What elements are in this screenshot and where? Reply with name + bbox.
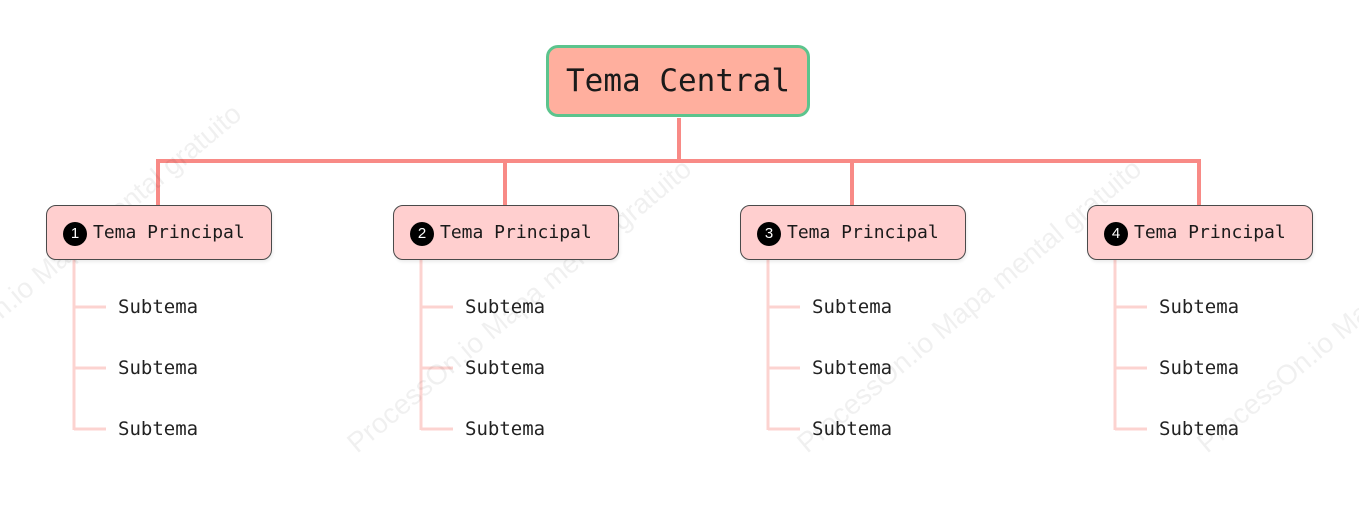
subtopic-node[interactable]: Subtema bbox=[812, 418, 893, 440]
subtopic-node[interactable]: Subtema bbox=[812, 296, 893, 318]
central-topic-node[interactable]: Tema Central bbox=[546, 45, 810, 117]
main-topic-label: Tema Principal bbox=[93, 222, 245, 243]
number-badge-icon: 1 bbox=[63, 221, 87, 246]
branch-2-sub-connectors bbox=[419, 260, 453, 431]
branch-3-sub-connectors bbox=[766, 260, 800, 431]
subtopic-node[interactable]: Subtema bbox=[465, 418, 546, 440]
central-topic-label: Tema Central bbox=[566, 63, 790, 99]
subtopic-node[interactable]: Subtema bbox=[465, 357, 546, 379]
subtopic-node[interactable]: Subtema bbox=[1159, 418, 1240, 440]
subtopic-node[interactable]: Subtema bbox=[118, 296, 199, 318]
main-topic-label: Tema Principal bbox=[440, 222, 592, 243]
subtopic-node[interactable]: Subtema bbox=[118, 418, 199, 440]
subtopic-node[interactable]: Subtema bbox=[1159, 296, 1240, 318]
main-topic-node-1[interactable]: 1 Tema Principal bbox=[46, 205, 272, 260]
subtopic-node[interactable]: Subtema bbox=[812, 357, 893, 379]
main-topic-node-2[interactable]: 2 Tema Principal bbox=[393, 205, 619, 260]
subtopic-node[interactable]: Subtema bbox=[465, 296, 546, 318]
main-topic-node-4[interactable]: 4 Tema Principal bbox=[1087, 205, 1313, 260]
subtopic-node[interactable]: Subtema bbox=[1159, 357, 1240, 379]
main-topic-node-3[interactable]: 3 Tema Principal bbox=[740, 205, 966, 260]
number-badge-icon: 3 bbox=[757, 221, 781, 246]
number-badge-icon: 4 bbox=[1104, 221, 1128, 246]
main-topic-label: Tema Principal bbox=[1134, 222, 1286, 243]
branch-1-sub-connectors bbox=[72, 260, 106, 431]
number-badge-icon: 2 bbox=[410, 221, 434, 246]
main-topic-label: Tema Principal bbox=[787, 222, 939, 243]
subtopic-node[interactable]: Subtema bbox=[118, 357, 199, 379]
branch-4-sub-connectors bbox=[1113, 260, 1147, 431]
